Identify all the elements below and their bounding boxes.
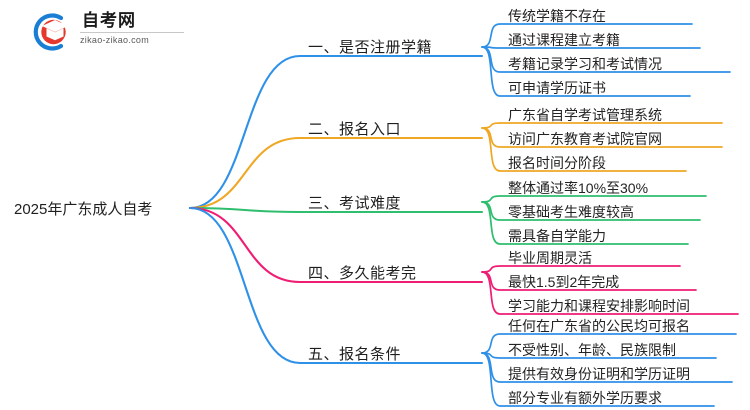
leaf-node-3-3[interactable]: 需具备自学能力: [508, 228, 606, 244]
branch-5-trunk: [188, 206, 484, 365]
branch-node-1[interactable]: 一、是否注册学籍: [308, 39, 433, 56]
leaf-node-4-2[interactable]: 最快1.5到2年完成: [508, 274, 620, 290]
branch-node-2[interactable]: 二、报名入口: [308, 121, 402, 138]
root-node-label[interactable]: 2025年广东成人自考: [14, 201, 153, 218]
graduation-cap-icon: [33, 13, 68, 51]
leaf-node-4-3[interactable]: 学习能力和课程安排影响时间: [508, 298, 690, 314]
site-logo: 自考网 zikao-zikao.com: [28, 8, 188, 54]
leaf-node-5-3[interactable]: 提供有效身份证明和学历证明: [508, 366, 690, 382]
logo-subtitle: zikao-zikao.com: [80, 35, 150, 45]
leaf-node-1-2[interactable]: 通过课程建立考籍: [508, 32, 620, 48]
leaf-node-2-2[interactable]: 访问广东教育考试院官网: [508, 131, 662, 147]
logo-title: 自考网: [82, 11, 136, 30]
leaf-node-5-4[interactable]: 部分专业有额外学历要求: [508, 390, 662, 406]
leaf-node-5-1[interactable]: 任何在广东省的公民均可报名: [508, 318, 690, 334]
leaf-node-1-3[interactable]: 考籍记录学习和考试情况: [508, 56, 662, 72]
branch-node-4[interactable]: 四、多久能考完: [308, 265, 417, 282]
leaf-node-3-1[interactable]: 整体通过率10%至30%: [508, 180, 649, 196]
branch-node-3[interactable]: 三、考试难度: [308, 195, 402, 212]
leaf-node-2-1[interactable]: 广东省自学考试管理系统: [508, 107, 662, 123]
logo-divider: [80, 32, 184, 33]
branch-3-leaf-1-connector: [481, 195, 707, 203]
leaf-node-3-2[interactable]: 零基础考生难度较高: [508, 204, 634, 220]
leaf-node-5-2[interactable]: 不受性别、年龄、民族限制: [508, 342, 676, 358]
branch-4-leaf-1-connector: [481, 265, 681, 273]
leaf-node-2-3[interactable]: 报名时间分阶段: [508, 155, 606, 171]
branch-node-5[interactable]: 五、报名条件: [308, 346, 402, 363]
leaf-node-1-4[interactable]: 可申请学历证书: [508, 80, 606, 96]
logo-text-block: 自考网 zikao-zikao.com: [80, 10, 188, 52]
leaf-node-1-1[interactable]: 传统学籍不存在: [508, 8, 606, 24]
leaf-node-4-1[interactable]: 毕业周期灵活: [508, 250, 592, 266]
branch-2-leaf-1-connector: [481, 122, 723, 129]
